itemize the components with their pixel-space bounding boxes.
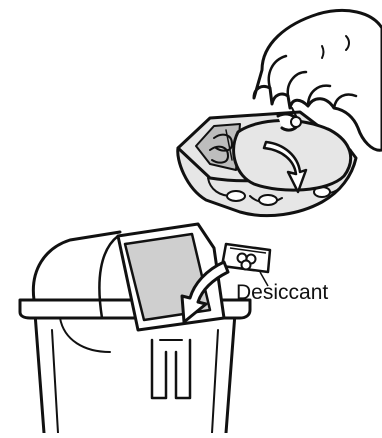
desiccant-tray-icon: [178, 112, 356, 216]
storage-container-icon: [20, 224, 250, 433]
desiccant-packet-icon: [222, 244, 270, 286]
desiccant-label: Desiccant: [236, 281, 328, 305]
